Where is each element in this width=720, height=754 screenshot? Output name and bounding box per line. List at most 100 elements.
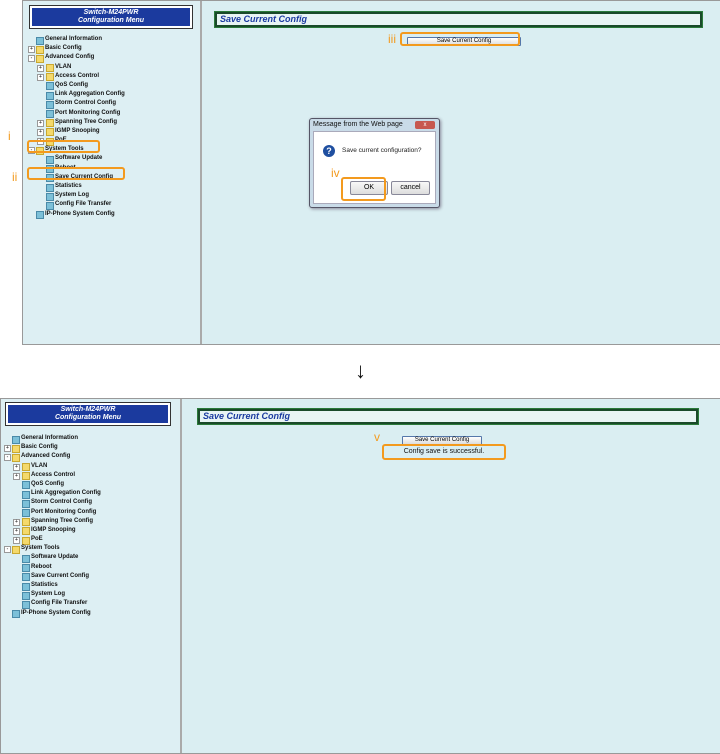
menu-item-label: Software Update (31, 554, 79, 561)
page-icon (46, 110, 54, 118)
confirm-dialog: Message from the Web page x ? Save curre… (309, 118, 440, 208)
menu-item-label: VLAN (55, 63, 72, 70)
folder-icon (12, 545, 20, 554)
menu-item-label: IGMP Snooping (55, 127, 100, 134)
page-title: Save Current Config (197, 408, 699, 425)
folder-icon (46, 119, 54, 128)
content-frame: Save Current Config Save Current Config (202, 1, 720, 344)
page-icon (22, 481, 30, 490)
folder-icon (22, 518, 30, 527)
expand-icon[interactable]: + (13, 472, 20, 480)
menu-item-label: Storm Control Config (55, 100, 116, 107)
highlight-iii (400, 32, 520, 46)
menu-item-label: Advanced Config (21, 453, 71, 460)
menu-item-label: Spanning Tree Config (31, 517, 94, 524)
dialog-title: Message from the Web page (313, 121, 403, 128)
page-icon (22, 573, 30, 582)
menu-item-label: Reboot (31, 563, 52, 570)
page-icon (22, 554, 30, 563)
expand-icon[interactable]: + (37, 128, 44, 136)
page-icon (22, 591, 30, 600)
expand-icon[interactable]: + (13, 537, 20, 545)
menu-item-label: Access Control (55, 72, 100, 79)
expand-icon[interactable]: + (28, 46, 35, 54)
menu-item-label: IP-Phone System Config (45, 210, 115, 217)
menu-item-label: Software Update (55, 155, 103, 162)
menu-item-label: Statistics (55, 183, 82, 189)
page-icon (22, 564, 30, 573)
menu-item-label: Link Aggregation Config (55, 91, 125, 98)
cancel-button[interactable]: cancel (391, 181, 430, 195)
page-icon (46, 201, 54, 210)
menu-item-label: Basic Config (21, 444, 58, 451)
close-icon[interactable]: x (415, 121, 435, 129)
expand-icon[interactable]: + (37, 64, 44, 72)
folder-icon (12, 453, 20, 462)
folder-icon (36, 45, 44, 54)
page-icon (46, 91, 54, 100)
menu-item-label: System Log (55, 192, 90, 199)
mark-i: i (8, 129, 11, 143)
menu-item-label: QoS Config (31, 480, 64, 487)
ok-button[interactable]: OK (350, 181, 388, 195)
menu-item-label: QoS Config (55, 81, 88, 88)
menu-item-label: System Tools (21, 545, 60, 552)
page-title: Save Current Config (214, 11, 703, 28)
page-icon (22, 509, 30, 517)
mark-ii: ii (12, 170, 18, 184)
menu-item-label: General Information (21, 435, 79, 441)
collapse-icon[interactable]: - (28, 55, 35, 63)
folder-icon (46, 73, 54, 82)
page-icon (22, 499, 30, 508)
menu-item-label: Port Monitoring Config (55, 109, 121, 116)
menu-item-label: System Tools (45, 146, 84, 153)
menu-item-label: Save Current Config (55, 173, 114, 180)
page-icon (46, 100, 54, 109)
page-icon (36, 36, 44, 45)
question-icon: ? (323, 145, 335, 157)
menu-item-label: IP-Phone System Config (21, 609, 91, 616)
highlight-iv (341, 177, 386, 201)
menu-item-label: Access Control (31, 471, 76, 478)
folder-icon (12, 444, 20, 453)
expand-icon[interactable]: + (4, 445, 11, 453)
menu-item-label: System Log (31, 591, 66, 598)
mark-iv: iv (331, 166, 340, 180)
highlight-i (27, 140, 100, 153)
menu-item-label: VLAN (31, 462, 48, 469)
expand-icon[interactable]: + (37, 119, 44, 127)
menu-header-line2: Configuration Menu (77, 17, 145, 24)
expand-icon[interactable]: + (37, 73, 44, 81)
page-icon (46, 183, 54, 192)
expand-icon[interactable]: + (13, 527, 20, 535)
menu-item-label: Statistics (31, 582, 58, 588)
page-icon (46, 82, 54, 91)
page-icon (22, 490, 30, 499)
menu-item-label: Save Current Config (31, 572, 90, 579)
mark-iii: iii (388, 32, 396, 46)
collapse-icon[interactable]: - (4, 546, 11, 554)
menu-item-label: IGMP Snooping (31, 526, 76, 533)
dialog-body: ? Save current configuration? OK cancel (313, 131, 436, 204)
menu-item-label: Port Monitoring Config (31, 508, 97, 515)
expand-icon[interactable]: + (13, 518, 20, 526)
folder-icon (46, 64, 54, 73)
menu-item-label: Storm Control Config (31, 499, 92, 506)
folder-icon (46, 128, 54, 137)
collapse-icon[interactable]: - (4, 454, 11, 462)
menu-item-label: General Information (45, 36, 103, 42)
page-icon (46, 165, 54, 174)
page-icon (36, 211, 44, 220)
page-icon (22, 600, 30, 609)
menu-header-line1: Switch-M24PWR (83, 9, 139, 16)
page-icon (46, 192, 54, 201)
menu-item-label: Advanced Config (45, 54, 95, 61)
mark-v: v (374, 430, 380, 444)
expand-icon[interactable]: + (13, 463, 20, 471)
dialog-message: Save current configuration? (342, 147, 422, 154)
menu-item-label: Config File Transfer (31, 600, 88, 607)
